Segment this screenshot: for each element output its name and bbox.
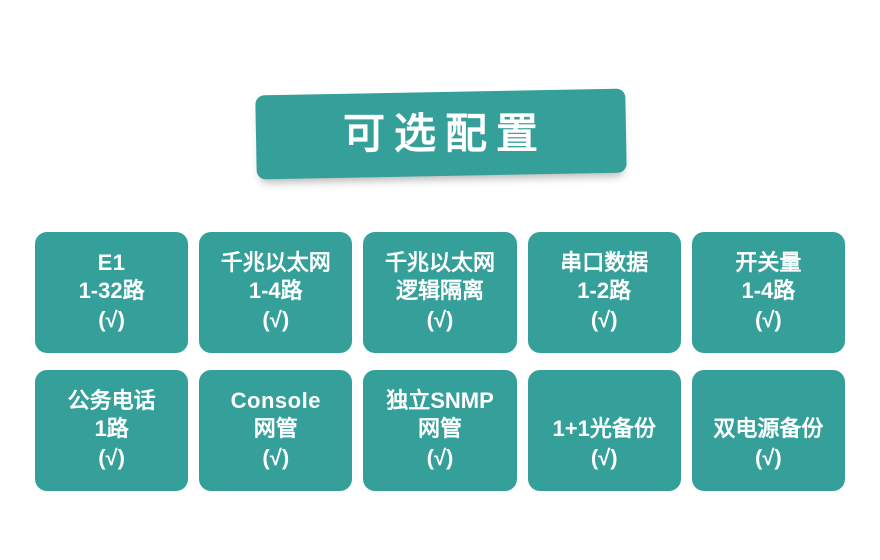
feature-card[interactable]: 双电源备份(√) — [691, 370, 845, 491]
card-line: 1路 — [94, 416, 129, 442]
card-check-mark: (√) — [426, 306, 454, 332]
card-line: 千兆以太网 — [384, 250, 495, 276]
card-line: 逻辑隔离 — [395, 278, 484, 304]
card-line: 1-32路 — [78, 278, 145, 304]
card-check-mark: (√) — [590, 306, 618, 332]
card-line: 网管 — [253, 416, 298, 442]
card-check-mark: (√) — [262, 444, 290, 470]
card-check-mark: (√) — [98, 306, 125, 332]
card-line: 1+1光备份 — [552, 416, 656, 442]
card-line: 网管 — [417, 416, 462, 442]
card-check-mark: (√) — [755, 306, 782, 332]
card-line: 1-4路 — [248, 278, 303, 304]
card-line: 千兆以太网 — [220, 250, 331, 276]
card-line: 公务电话 — [67, 388, 156, 414]
card-line: 串口数据 — [560, 250, 649, 276]
card-check-mark: (√) — [590, 444, 618, 470]
card-check-mark: (√) — [755, 444, 782, 470]
card-line: 双电源备份 — [713, 416, 824, 442]
card-check-mark: (√) — [426, 444, 454, 470]
card-line: Console — [230, 388, 321, 414]
card-line: 1-2路 — [577, 278, 632, 304]
card-line: 开关量 — [735, 250, 802, 276]
card-line: E1 — [97, 250, 126, 276]
optional-config-banner: 可选配置 — [255, 88, 627, 180]
card-check-mark: (√) — [98, 444, 125, 470]
banner-title: 可选配置 — [343, 110, 548, 158]
card-line: 独立SNMP — [386, 388, 494, 414]
feature-card[interactable]: 1+1光备份(√) — [527, 370, 681, 491]
card-line: 1-4路 — [741, 278, 796, 304]
feature-card[interactable]: 千兆以太网逻辑隔离(√) — [363, 232, 517, 353]
card-check-mark: (√) — [262, 306, 290, 332]
banner-section: 可选配置 — [0, 0, 880, 200]
